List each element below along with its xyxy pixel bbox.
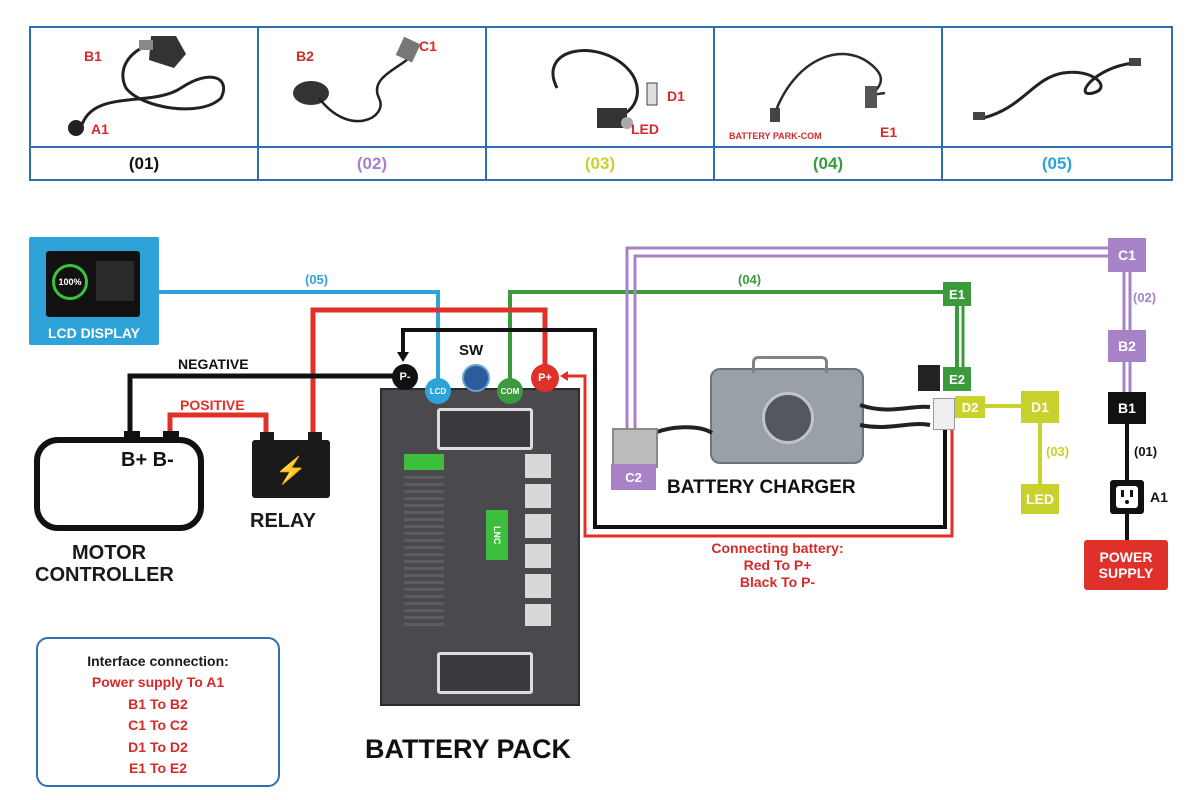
connector-e2: E2 (943, 367, 971, 391)
wire-02a (625, 246, 1110, 430)
battery-charger-title: BATTERY CHARGER (667, 477, 856, 498)
wire-label-05: (05) (305, 272, 329, 287)
cable-number-05: (05) (943, 146, 1171, 179)
motor-controller-title-1: MOTOR (72, 542, 147, 564)
terminal-p-plus: P+ (531, 364, 559, 392)
lightning-icon: ⚡ (274, 455, 308, 485)
connector-b1: B1 (1108, 392, 1146, 424)
wire-label-03: (03) (1046, 444, 1070, 459)
lcd-display-label: LCD DISPLAY (47, 325, 141, 341)
interface-row: B1 To B2 (128, 695, 188, 712)
power-supply: POWER SUPPLY (1084, 540, 1168, 590)
connector-d2: D2 (955, 396, 985, 418)
terminal-p-minus: P- (392, 364, 418, 390)
power-supply-line1: POWER (1099, 549, 1153, 565)
connector-c1: C1 (1108, 238, 1146, 272)
power-switch-button[interactable] (462, 364, 490, 392)
cable-03-image: D1 LED (487, 28, 715, 146)
connector-b2: B2 (1108, 330, 1146, 362)
charger-fan-icon (762, 392, 814, 444)
outlet-icon (1110, 480, 1144, 514)
wire-label-02: (02) (1133, 290, 1157, 305)
lcd-display: 100% LCD DISPLAY (29, 237, 159, 345)
motor-controller-title-2: CONTROLLER (35, 564, 174, 586)
relay-terminal-right (308, 432, 322, 440)
connector-c2-plug (612, 428, 658, 468)
connector-a1-label: A1 (1150, 489, 1168, 505)
connecting-note: Connecting battery: Red To P+ Black To P… (690, 540, 865, 591)
motor-terminals-label: B+ B- (121, 449, 174, 471)
lcd-screen: 100% (46, 251, 140, 317)
battery-pack: LNC (380, 388, 580, 706)
wire-positive (167, 412, 269, 440)
power-supply-line2: SUPPLY (1098, 565, 1154, 581)
wire-label-04: (04) (738, 272, 762, 287)
terminal-lcd: LCD (425, 378, 451, 404)
cable-table: B1 A1 B2 C1 D1 LED BATTERY PARK-COM E1 (29, 26, 1173, 181)
wire-label-01: (01) (1134, 444, 1158, 459)
interface-row: E1 To E2 (128, 760, 188, 776)
connecting-note-line2: Red To P+ (743, 557, 812, 573)
battery-pack-title: BATTERY PACK (365, 734, 572, 764)
cable-05-image (943, 28, 1171, 146)
cable-04-image: BATTERY PARK-COM E1 (715, 28, 943, 146)
cable-label-b2: B2 (296, 48, 314, 64)
interface-connection-box: Interface connection: Power supply To A1… (36, 637, 280, 787)
relay-terminal-left (260, 432, 274, 440)
connector-e2-plug (918, 365, 940, 391)
relay: ⚡ (252, 432, 330, 498)
battery-lnc-badge: LNC (486, 510, 508, 560)
cable-label-b1: B1 (84, 48, 102, 64)
connector-e1: E1 (943, 282, 971, 306)
cable-02-image: B2 C1 (259, 28, 487, 146)
interface-row: Power supply To A1 (91, 674, 225, 690)
cable-number-01: (01) (31, 146, 259, 179)
battery-top-handle (437, 408, 533, 450)
battery-charger (710, 356, 864, 464)
cable-label-d1: D1 (667, 88, 685, 104)
connector-d2-plug (933, 398, 955, 430)
negative-label: NEGATIVE (178, 356, 249, 372)
wire-04 (508, 290, 959, 390)
lcd-battery-gauge: 100% (52, 264, 88, 300)
wire-negative (127, 373, 395, 437)
cable-label-battery-park-com: BATTERY PARK-COM (729, 131, 822, 141)
cable-01-image: B1 A1 (31, 28, 259, 146)
cable-number-02: (02) (259, 146, 487, 179)
connector-led: LED (1021, 484, 1059, 514)
connector-c2: C2 (611, 464, 656, 490)
battery-warning-icons (525, 454, 551, 626)
cable-label-a1: A1 (91, 121, 109, 137)
lcd-readout-panel (96, 261, 134, 301)
battery-bottom-handle (437, 652, 533, 694)
interface-row: C1 To C2 (128, 717, 188, 733)
cable-number-03: (03) (487, 146, 715, 179)
relay-title: RELAY (250, 510, 316, 532)
positive-label: POSITIVE (180, 397, 245, 413)
terminal-com: COM (497, 378, 523, 404)
wire-05 (158, 290, 440, 390)
motor-terminal-b-minus (163, 431, 179, 441)
cable-label-led: LED (631, 121, 659, 137)
charger-handle (752, 356, 828, 373)
battery-spec-text (404, 476, 444, 626)
cable-label-c1: C1 (419, 38, 437, 54)
interface-row: D1 To D2 (128, 738, 188, 755)
cable-number-04: (04) (715, 146, 943, 179)
connecting-note-line1: Connecting battery: (711, 540, 844, 556)
motor-controller (34, 437, 204, 531)
interface-title: Interface connection: (87, 653, 229, 669)
connector-d1: D1 (1021, 391, 1059, 423)
battery-green-badge (404, 454, 444, 470)
charger-cables (649, 403, 931, 437)
connecting-note-line3: Black To P- (739, 574, 816, 590)
motor-terminal-b-plus (124, 431, 140, 441)
sw-label: SW (459, 342, 484, 359)
cable-label-e1: E1 (880, 124, 898, 140)
